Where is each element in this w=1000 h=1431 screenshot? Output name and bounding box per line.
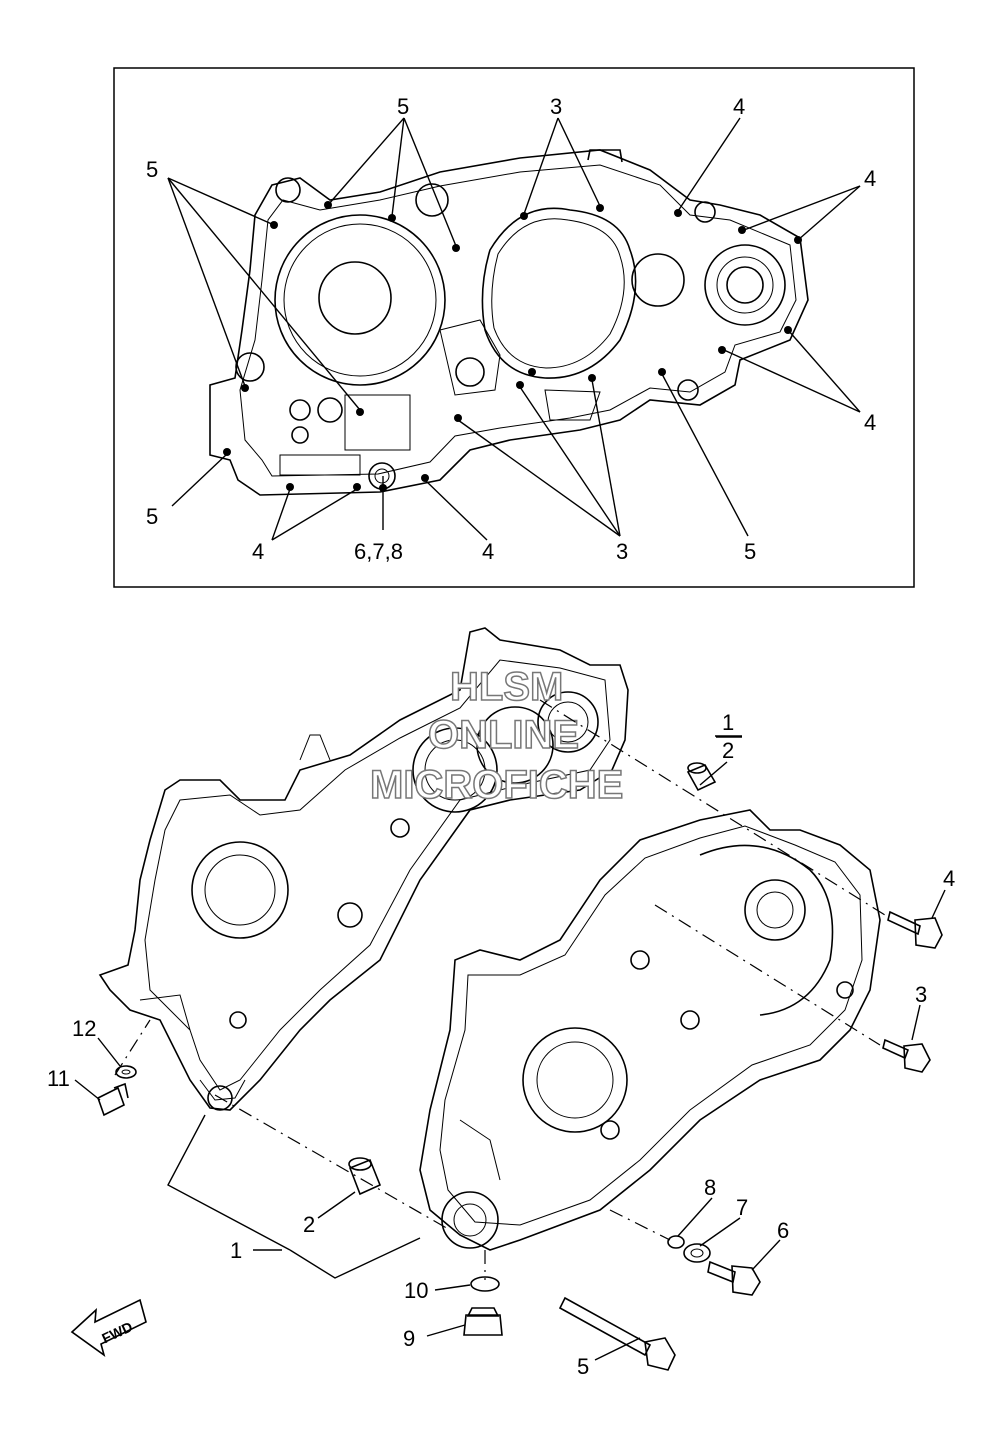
callout-4-bottom-left: 4 [252,539,264,564]
callout-9-plug: 9 [403,1326,415,1351]
watermark-line-3: MICROFICHE [370,763,623,807]
callout-2-dowel: 2 [303,1212,315,1237]
callout-2-fraction: 2 [722,738,734,763]
plug-9 [463,1307,503,1336]
fwd-arrow: FWD [70,1298,147,1357]
callout-7-gasket: 7 [736,1195,748,1220]
crankcase-left-half [98,627,629,1111]
callout-4-top: 4 [733,94,745,119]
watermark-line-2: ONLINE [428,713,579,757]
watermark: HLSM ONLINE MICROFICHE [369,664,624,808]
callout-5-top-center: 5 [397,94,409,119]
callout-5-left-bottom: 5 [146,504,158,529]
callout-4-bolt: 4 [943,866,955,891]
callout-3-bottom: 3 [616,539,628,564]
alignment-axes [114,699,886,1280]
callout-6-7-8: 6,7,8 [354,539,403,564]
bolt-3 [882,1038,931,1073]
o-ring-10 [470,1276,500,1292]
fwd-label: FWD [99,1318,135,1346]
callout-12-washer: 12 [72,1016,96,1041]
top-leader-lines [167,117,861,541]
inset-frame [113,67,915,588]
callout-6-plug: 6 [777,1218,789,1243]
callout-5-long-bolt: 5 [577,1354,589,1379]
crankcase-gasket-face [209,149,809,496]
callout-4-right-top: 4 [864,166,876,191]
dowel-pin-upper [686,762,717,792]
callout-10-o-ring: 10 [404,1278,428,1303]
callout-8-o-ring: 8 [704,1175,716,1200]
bolt-4 [887,910,943,949]
long-bolt-5 [558,1296,676,1371]
callout-5-top-left: 5 [146,157,158,182]
bottom-leader-lines [74,735,946,1361]
plug-6 [707,1260,761,1296]
bottom-callout-labels: 1 2 4 3 12 11 8 7 6 2 1 10 9 5 [47,710,955,1379]
top-callout-labels: 5 3 4 5 4 4 5 4 6,7,8 4 3 5 [146,94,876,564]
callout-4-bottom-mid: 4 [482,539,494,564]
o-ring-8 [667,1235,685,1249]
gasket-7 [683,1243,711,1263]
crankcase-right-half [419,809,881,1251]
washer-12 [115,1065,137,1079]
callout-5-bottom-right: 5 [744,539,756,564]
callout-3-bolt: 3 [915,982,927,1007]
callout-1-fraction: 1 [722,710,734,735]
callout-1-crankcase: 1 [230,1238,242,1263]
dowel-pin-lower [348,1157,382,1196]
watermark-line-1: HLSM [450,665,563,709]
callout-11-screw: 11 [47,1066,70,1091]
screw-11 [97,1082,129,1117]
callout-4-right-bottom: 4 [864,410,876,435]
callout-3-top: 3 [550,94,562,119]
